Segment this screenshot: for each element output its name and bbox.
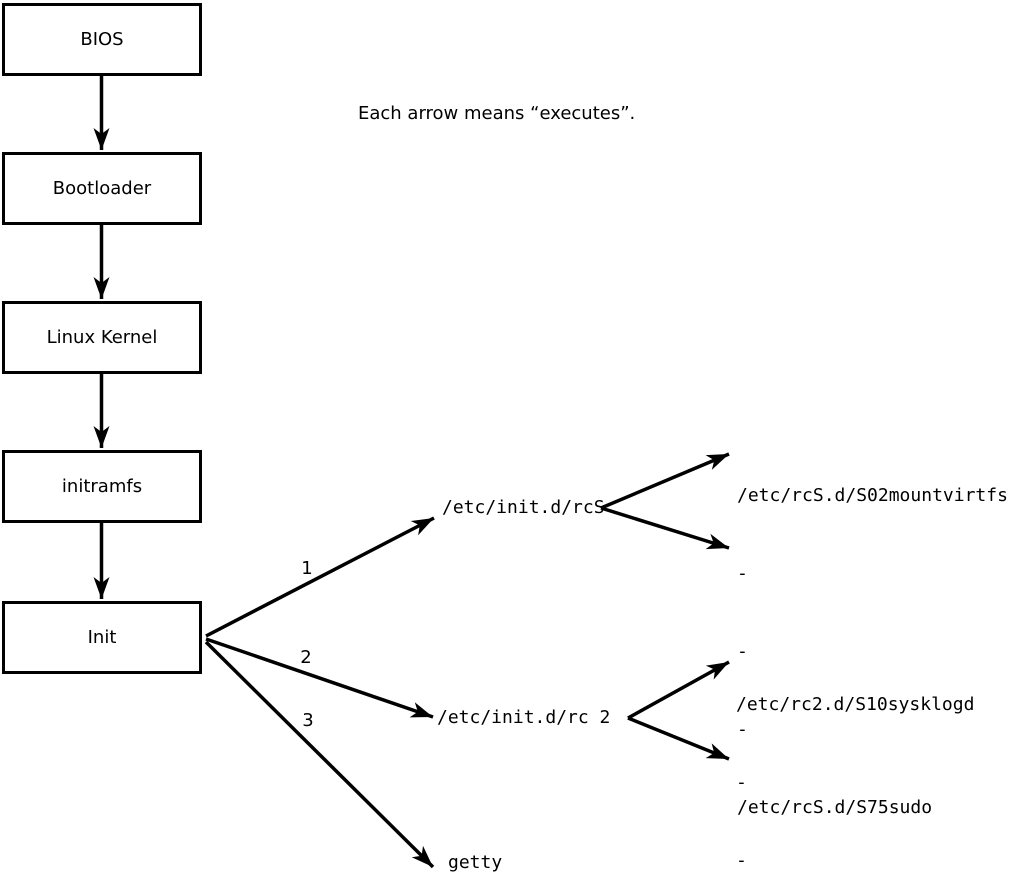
arrow-rc2-to-s99gdm xyxy=(627,716,730,761)
list-item-ellipsis-dash: - xyxy=(736,850,747,871)
node-init-label: Init xyxy=(87,627,117,648)
arrow-label-1: 1 xyxy=(301,558,313,579)
list-item-ellipsis-dash: - xyxy=(736,772,747,793)
node-bootloader: Bootloader xyxy=(2,152,202,225)
node-bios: BIOS xyxy=(2,3,202,76)
arrow-label-2: 2 xyxy=(300,647,312,668)
arrow-init-to-getty xyxy=(204,640,435,869)
list-item-s02mountvirtfs: /etc/rcS.d/S02mountvirtfs xyxy=(737,485,1008,506)
rc2-children-list: /etc/rc2.d/S10sysklogd - - - /etc/rc2.d/… xyxy=(736,640,974,875)
arrow-rcs-to-s02mountvirtfs xyxy=(600,452,730,510)
arrow-init-to-rc2 xyxy=(205,637,434,719)
list-item-ellipsis-dash: - xyxy=(737,719,748,740)
arrow-rcs-to-s75sudo xyxy=(600,506,730,550)
arrow-rc2-to-s10sysklogd xyxy=(627,660,730,720)
node-rc2-script: /etc/init.d/rc 2 xyxy=(437,707,611,728)
node-linux-kernel: Linux Kernel xyxy=(2,301,202,374)
node-bootloader-label: Bootloader xyxy=(52,178,152,199)
rcs-children-list: /etc/rcS.d/S02mountvirtfs - - - /etc/rcS… xyxy=(737,431,1008,873)
arrow-label-3: 3 xyxy=(302,710,314,731)
legend-note: Each arrow means “executes”. xyxy=(358,103,636,124)
node-initramfs-label: initramfs xyxy=(61,476,143,497)
node-bios-label: BIOS xyxy=(80,29,124,50)
node-init: Init xyxy=(2,601,202,674)
node-initramfs: initramfs xyxy=(2,450,202,523)
arrow-init-to-rcs xyxy=(205,516,435,638)
node-rcs-script: /etc/init.d/rcS xyxy=(442,497,605,518)
node-getty: getty xyxy=(448,852,503,873)
list-item-ellipsis-dash: - xyxy=(737,563,748,584)
list-item-ellipsis-dash: - xyxy=(737,641,748,662)
list-item-s75sudo: /etc/rcS.d/S75sudo xyxy=(737,797,933,818)
list-item-s10sysklogd: /etc/rc2.d/S10sysklogd xyxy=(736,694,975,715)
node-linux-kernel-label: Linux Kernel xyxy=(46,327,158,348)
